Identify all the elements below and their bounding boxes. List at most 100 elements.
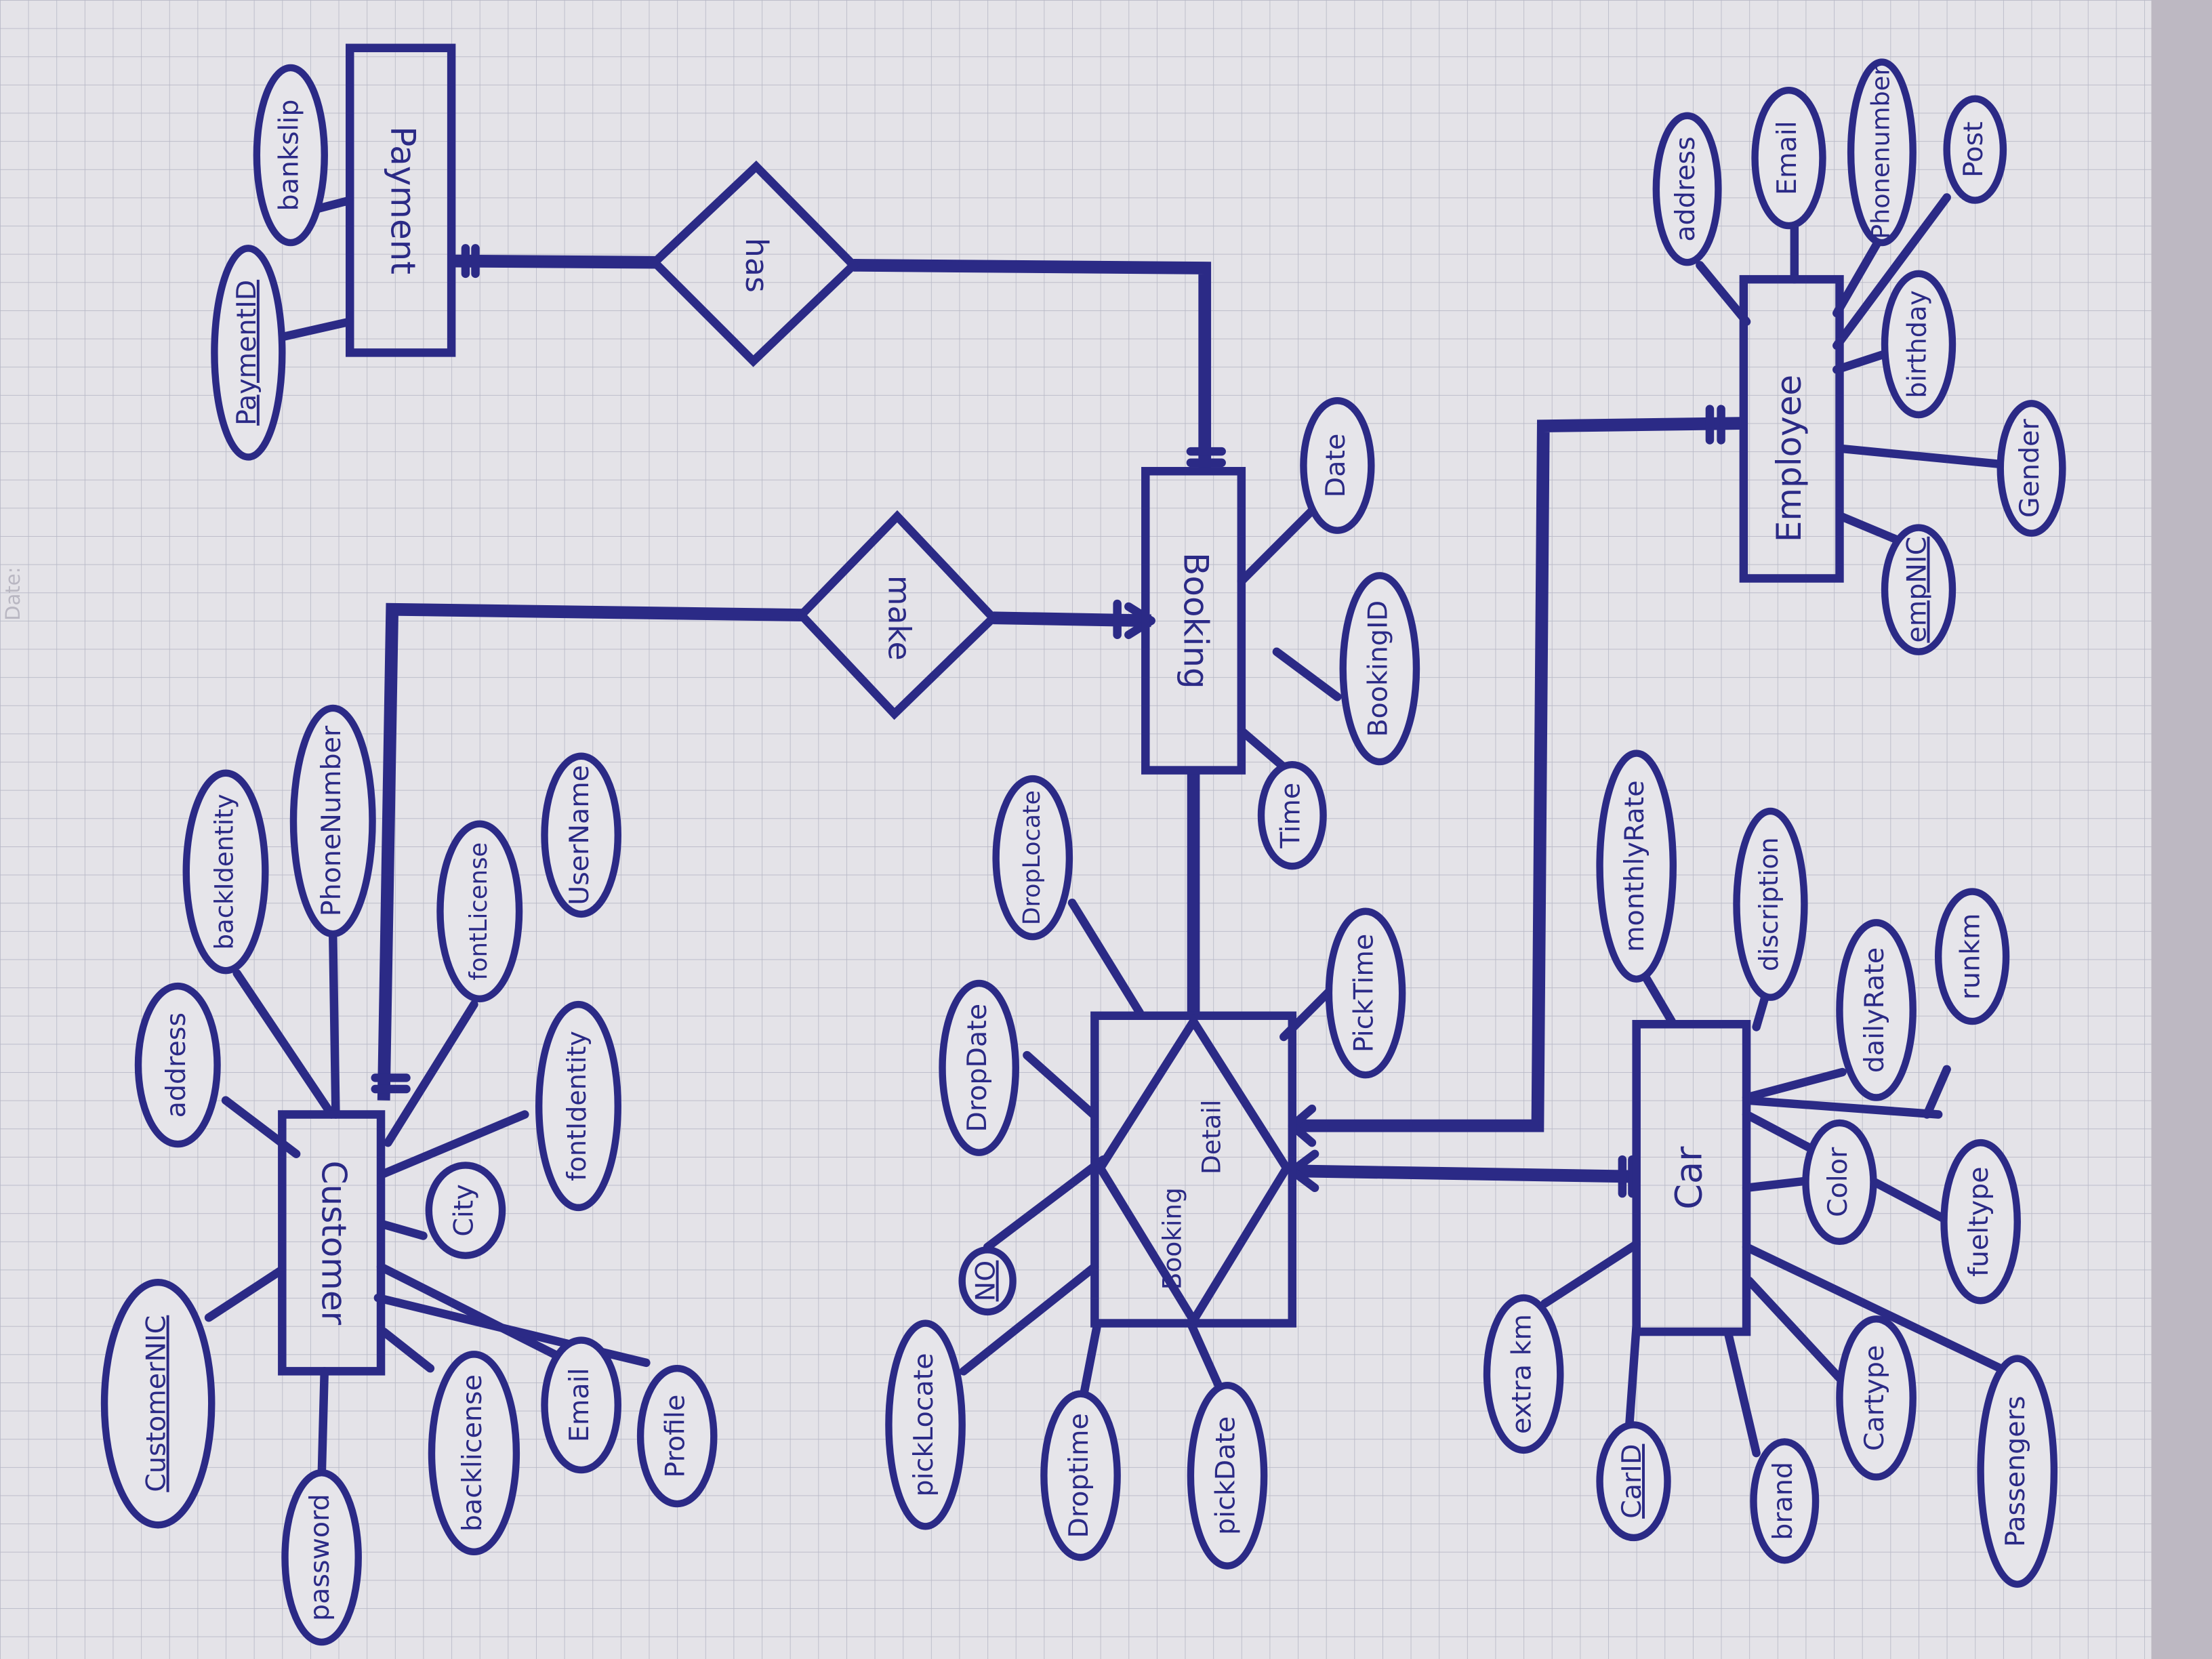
attribute-cust-phone: PhoneNumber [289,704,376,938]
attribute-cust-profile: Profile [636,1364,718,1508]
attribute-oval [1996,400,2066,537]
entity-customer-label: Customer [314,1161,354,1326]
attribute-oval [1652,112,1722,266]
attribute-label: Profile [660,1395,691,1478]
attribute-label: empNIC [1902,537,1933,643]
relationship-has: has [648,160,860,367]
attribute-label: DropDate [962,1004,993,1132]
attribute-label: Email [1771,121,1803,195]
attribute-bd-droplocate: DropLocate [992,775,1073,941]
attribute-cust-address: address [134,982,221,1148]
attribute-label: fueltype [1963,1166,1994,1277]
attribute-label: fontIdentity [562,1031,592,1181]
attribute-oval [100,1279,216,1529]
attribute-emp-address: address [1652,112,1722,266]
attribute-pay-bankslip: bankslip [253,64,328,247]
attribute-cust-email: Email [541,1336,621,1474]
entity-payment-label: Payment [384,126,423,274]
attribute-label: backIdentity [210,794,239,949]
attribute-cust-nic: CustomerNIC [100,1279,216,1529]
entity-employee-label: Employee [1769,375,1809,542]
attribute-car-extrakm: extra km [1483,1294,1564,1454]
attribute-label: monthlyRate [1619,780,1650,951]
attribute-car-runkm: runkm [1934,888,2010,1025]
attribute-label: address [1670,136,1701,241]
attribute-label: Post [1958,121,1989,178]
page-date-label: Date: [1,567,24,620]
attribute-oval [1596,1421,1671,1542]
attributes-layer: CustomerNIC address backIdentity PhoneNumbe… [100,58,2066,1646]
attribute-book-time: Time [1257,761,1327,870]
attribute-label: password [304,1494,335,1621]
attribute-oval [1802,1119,1877,1246]
associative-entity-booking-detail: Booking Detail [1090,1011,1297,1329]
attribute-bd-droptime: Droptime [1040,1390,1121,1561]
attribute-label: dailyRate [1859,947,1890,1073]
attribute-emp-nic: empNIC [1881,524,1957,655]
booking-detail-label-line-1: Booking [1157,1187,1187,1290]
attribute-label: PickTime [1349,934,1380,1052]
attribute-car-color: Color [1802,1119,1877,1246]
attribute-oval [1934,888,2010,1025]
attribute-car-cartype: Cartype [1836,1315,1917,1481]
cardinality-marks [371,244,1725,1198]
attribute-label: Time [1275,783,1306,849]
attribute-oval [885,1319,966,1530]
relationship-has-label: has [739,238,775,293]
attribute-oval [958,1246,1017,1316]
attribute-cust-city: City [425,1162,506,1259]
attribute-oval [1339,572,1420,766]
attribute-label: fontLicense [465,842,493,981]
attribute-cust-backlicense: backlicense [428,1351,520,1555]
attribute-label: Email [564,1368,595,1442]
attribute-oval [436,820,523,1002]
attribute-oval [1751,87,1826,230]
attribute-oval [1187,1381,1268,1570]
entity-car: Car [1632,1020,1751,1336]
attribute-cust-fontidentity: fontIdentity [535,1000,621,1212]
attribute-bd-picklocate: pickLocate [885,1319,966,1530]
attribute-oval [535,1000,621,1212]
attribute-oval [1596,750,1677,983]
attribute-oval [939,979,1019,1156]
attribute-cust-fontlicense: fontLicense [436,820,523,1002]
entity-booking: Booking [1141,467,1246,775]
attribute-oval [134,982,221,1148]
attribute-emp-gender: Gender [1996,400,2066,537]
attribute-oval [1836,919,1917,1101]
attribute-emp-phone: Phonenumber [1847,58,1917,247]
entity-payment: Payment [346,43,456,357]
attribute-car-passengers: Passengers [1977,1355,2058,1588]
attribute-label: UserName [564,765,595,905]
attribute-car-fueltype: fueltype [1940,1139,2021,1305]
attribute-label: PhoneNumber [316,725,347,916]
attribute-book-id: BookingID [1339,572,1420,766]
relationship-lines [377,254,1747,1183]
attribute-emp-email: Email [1751,87,1826,230]
attribute-oval [1325,907,1406,1079]
attribute-label: PaymentID [231,280,262,426]
attribute-label: runkm [1955,913,1986,1000]
attribute-oval [992,775,1073,941]
attribute-bd-pickdate: pickDate [1187,1381,1268,1570]
attribute-oval [541,1336,621,1474]
attribute-label: Date [1320,434,1351,498]
attribute-label: Droptime [1063,1413,1094,1538]
attribute-label: discription [1754,837,1784,971]
entity-car-label: Car [1668,1146,1711,1210]
attribute-cust-password: password [281,1469,362,1646]
attribute-oval [1733,807,1808,1001]
attribute-bd-picktime: PickTime [1325,907,1406,1079]
attribute-label: Cartype [1859,1345,1890,1451]
attribute-oval [1881,270,1957,419]
attribute-label: DropLocate [1019,790,1046,925]
attribute-label: brand [1767,1462,1799,1540]
attribute-oval [425,1162,506,1259]
attribute-oval [1836,1315,1917,1481]
attribute-label: bankslip [273,99,304,211]
attribute-oval [1881,524,1957,655]
attribute-emp-post: Post [1943,95,2007,204]
attribute-oval [281,1469,362,1646]
attribute-oval [182,769,269,975]
